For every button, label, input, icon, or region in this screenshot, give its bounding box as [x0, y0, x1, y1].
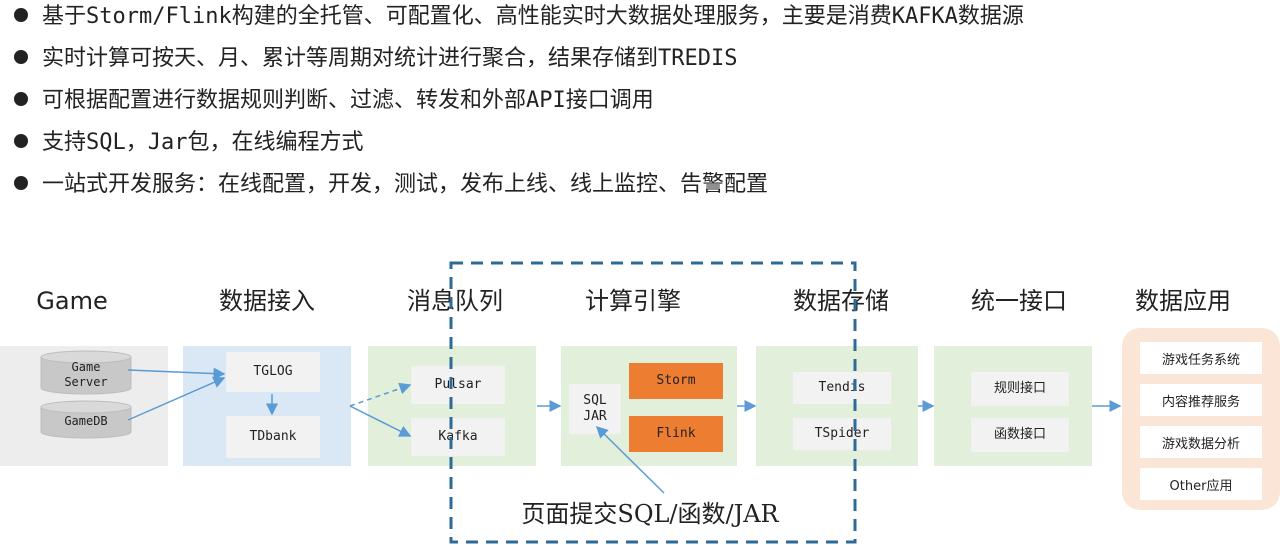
- bullet-text: 实时计算可按天、月、累计等周期对统计进行聚合，结果存储到TREDIS: [42, 46, 738, 71]
- apps-panel: 游戏任务系统 内容推荐服务 游戏数据分析 Other应用: [1122, 328, 1280, 510]
- compute-panel: SQL JAR Storm Flink: [561, 346, 737, 466]
- database-icon: [40, 350, 132, 395]
- stage-title-mq: 消息队列: [407, 287, 503, 315]
- arrow-to-pulsar: [349, 382, 412, 407]
- gamedb-label: GameDB: [64, 414, 108, 428]
- pulsar-box: Pulsar: [411, 366, 505, 404]
- bullet-dot-icon: [14, 50, 28, 64]
- bullet-text: 基于Storm/Flink构建的全托管、可配置化、高性能实时大数据处理服务，主要…: [42, 4, 1024, 29]
- jar-label: JAR: [583, 409, 607, 424]
- stage-title-ingest: 数据接入: [219, 287, 315, 315]
- bullet-item: 实时计算可按天、月、累计等周期对统计进行聚合，结果存储到TREDIS: [14, 42, 737, 76]
- stage-title-compute: 计算引擎: [585, 287, 681, 315]
- tglog-box: TGLOG: [226, 352, 320, 392]
- game-server-label-line1: Game: [71, 360, 101, 374]
- stage-title-storage: 数据存储: [793, 287, 889, 315]
- stage-title-apps: 数据应用: [1135, 287, 1231, 315]
- bullet-dot-icon: [14, 92, 28, 106]
- tendis-box: Tendis: [793, 372, 891, 404]
- tdbank-box: TDbank: [226, 416, 320, 458]
- func-api-box: 函数接口: [971, 418, 1069, 452]
- app-item: 游戏数据分析: [1140, 426, 1262, 458]
- bullet-item: 可根据配置进行数据规则判断、过滤、转发和外部API接口调用: [14, 84, 654, 118]
- flink-box: Flink: [629, 416, 723, 452]
- app-item: 内容推荐服务: [1140, 384, 1262, 416]
- game-server-label-line2: Server: [64, 375, 108, 389]
- ingest-panel: TGLOG TDbank: [183, 346, 351, 466]
- bullet-text: 一站式开发服务：在线配置，开发，测试，发布上线、线上监控、告警配置: [42, 172, 769, 197]
- bullet-text: 支持SQL，Jar包，在线编程方式: [42, 130, 364, 155]
- gamedb-cylinder: GameDB: [40, 400, 132, 440]
- bullet-dot-icon: [14, 176, 28, 190]
- arrow-to-kafka: [349, 405, 412, 437]
- api-panel: 规则接口 函数接口: [934, 346, 1092, 466]
- stage-title-game: Game: [36, 287, 108, 315]
- stage-title-api: 统一接口: [971, 287, 1067, 315]
- sql-label: SQL: [583, 393, 607, 408]
- sql-jar-box: SQL JAR: [569, 384, 621, 434]
- bullet-item: 支持SQL，Jar包，在线编程方式: [14, 126, 363, 160]
- bullet-text: 可根据配置进行数据规则判断、过滤、转发和外部API接口调用: [42, 88, 654, 113]
- kafka-box: Kafka: [411, 418, 505, 456]
- rule-api-box: 规则接口: [971, 372, 1069, 406]
- storm-box: Storm: [629, 363, 723, 399]
- app-item: 游戏任务系统: [1140, 342, 1262, 374]
- bullet-dot-icon: [14, 134, 28, 148]
- app-item: Other应用: [1140, 468, 1262, 500]
- game-panel: Game Server GameDB: [0, 346, 168, 466]
- dashed-boundary: [449, 261, 857, 544]
- database-icon: [40, 400, 132, 439]
- arrow-note-to-sql: [595, 425, 665, 494]
- game-server-cylinder: Game Server: [40, 350, 132, 396]
- arrow-server-to-tglog: [127, 367, 226, 380]
- submit-note: 页面提交SQL/函数/JAR: [521, 500, 779, 528]
- bullet-item: 一站式开发服务：在线配置，开发，测试，发布上线、线上监控、告警配置: [14, 168, 768, 202]
- arrow-gamedb-to-tglog: [127, 376, 226, 421]
- bullet-item: 基于Storm/Flink构建的全托管、可配置化、高性能实时大数据处理服务，主要…: [14, 0, 1024, 34]
- storage-panel: Tendis TSpider: [756, 346, 918, 466]
- bullet-dot-icon: [14, 8, 28, 22]
